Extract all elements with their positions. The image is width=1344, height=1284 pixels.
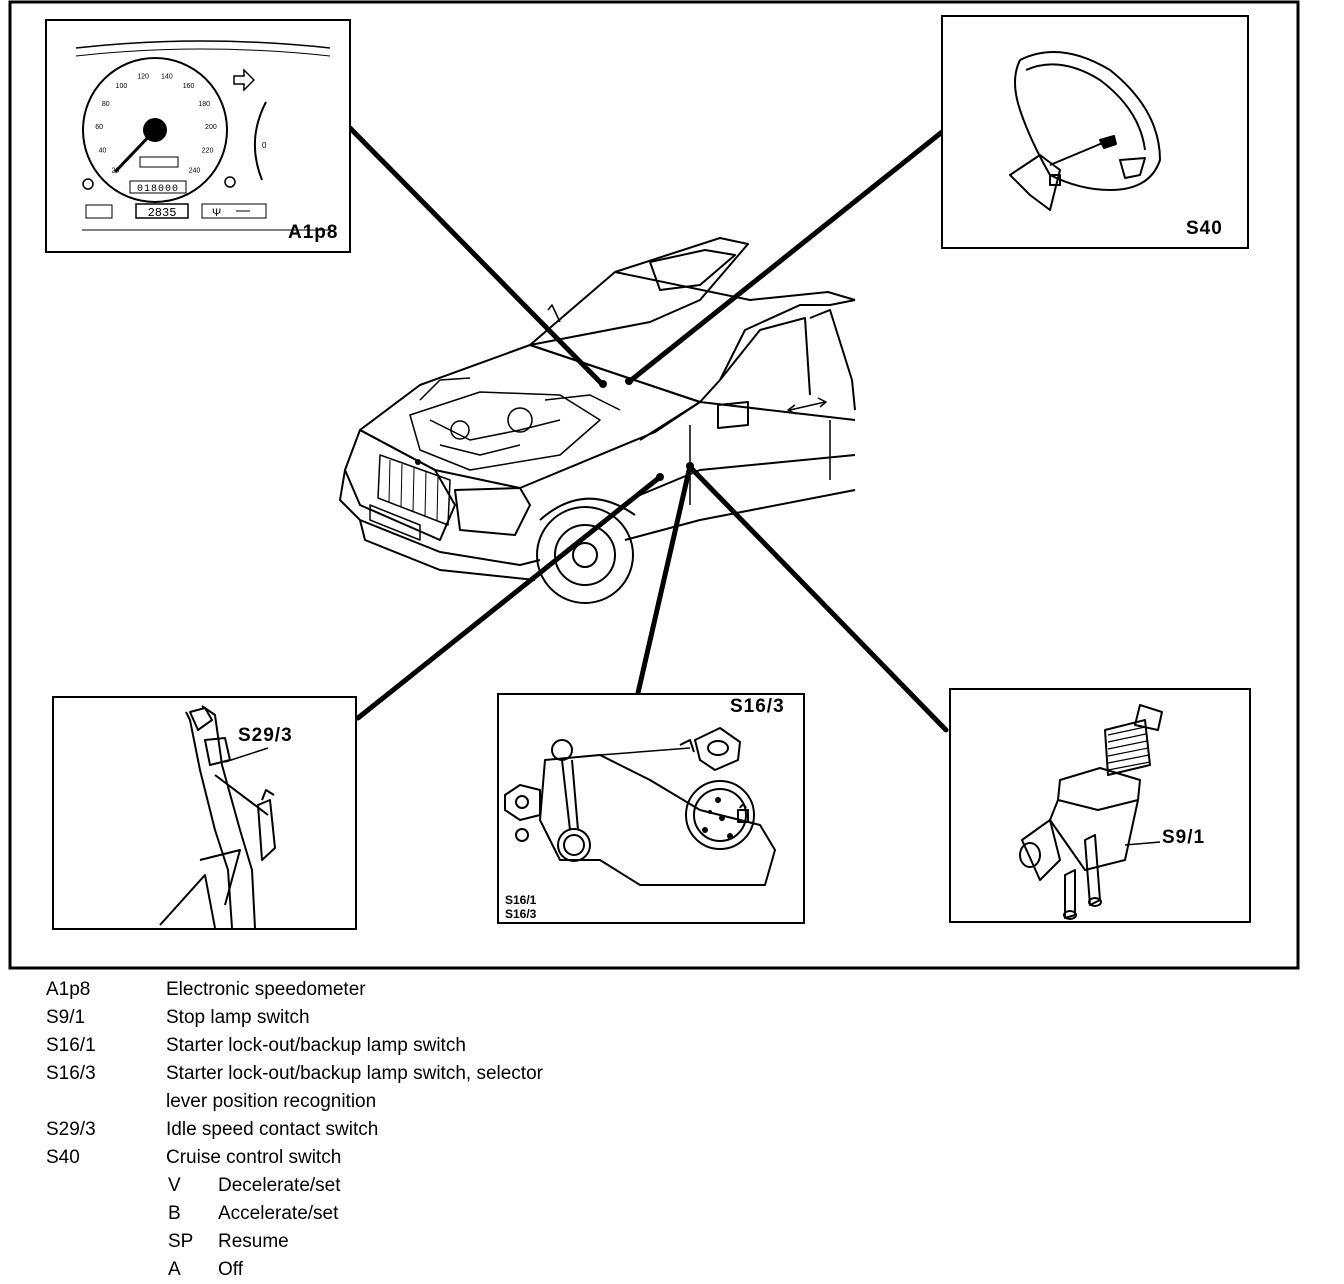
legend-subcode: V: [168, 1175, 181, 1196]
leader-line-s9-1: [689, 466, 949, 733]
speedometer-tick-label: 80: [102, 101, 110, 108]
legend-code: A1p8: [46, 979, 91, 1000]
legend-desc: Starter lock-out/backup lamp switch, sel…: [166, 1063, 543, 1084]
legend-desc: Electronic speedometer: [166, 979, 366, 1000]
legend-subcode: A: [168, 1259, 181, 1280]
speedometer-tick-label: 40: [99, 148, 107, 155]
legend-subdesc: Accelerate/set: [218, 1203, 339, 1224]
panel-s16-3: [497, 693, 805, 924]
speedometer-tick-label: 200: [205, 124, 217, 131]
panel-label-a1p8: A1p8: [288, 222, 339, 243]
temp-readout: 0: [262, 141, 267, 150]
legend-subcode: B: [168, 1203, 181, 1224]
legend-desc: Cruise control switch: [166, 1147, 342, 1168]
panel-label-s16-3: S16/3: [730, 696, 785, 717]
panel-sublabel-s16-3: S16/3: [505, 907, 537, 921]
legend-subcode: SP: [168, 1231, 194, 1252]
leader-line-s16-3: [635, 463, 693, 696]
panel-label-s29-3: S29/3: [238, 725, 293, 746]
legend-desc: Starter lock-out/backup lamp switch: [166, 1035, 466, 1056]
dot-engine: [415, 459, 421, 465]
legend-desc: lever position recognition: [166, 1091, 377, 1112]
legend-code: S16/3: [46, 1063, 96, 1084]
legend-code: S16/1: [46, 1035, 96, 1056]
legend-code: S29/3: [46, 1119, 96, 1140]
legend-desc: Stop lamp switch: [166, 1007, 310, 1028]
panel-s40: [941, 15, 1249, 249]
speedometer-tick-label: 60: [95, 124, 103, 131]
panel-sublabel-s16-1: S16/1: [505, 893, 537, 907]
dot-s29-3: [656, 473, 664, 481]
leader-lines: [347, 125, 949, 733]
trip-readout: 2835: [148, 206, 177, 220]
odometer-readout: 018000: [137, 184, 179, 195]
speedometer-tick-label: 100: [116, 83, 128, 90]
location-dots: [415, 377, 694, 481]
leader-line-s29-3: [355, 474, 663, 721]
panel-label-s9-1: S9/1: [1162, 827, 1206, 848]
dot-s40: [625, 377, 633, 385]
panel-s29-3: [52, 696, 357, 930]
diagram-frame: [8, 0, 1300, 970]
speedometer-tick-label: 160: [183, 83, 195, 90]
dot-a1p8: [599, 380, 607, 388]
dot-s16: [686, 462, 694, 470]
speedometer-tick-label: 240: [189, 168, 201, 175]
legend-subdesc: Decelerate/set: [218, 1175, 341, 1196]
legend-subdesc: Resume: [218, 1231, 289, 1252]
legend-desc: Idle speed contact switch: [166, 1119, 379, 1140]
leader-line-s40: [627, 129, 945, 384]
legend-code: S9/1: [46, 1007, 86, 1028]
speedometer-tick-label: 140: [161, 73, 173, 80]
speedometer-tick-label: 120: [137, 73, 149, 80]
speedometer-tick-label: 20: [112, 168, 120, 175]
car-illustration: [339, 237, 856, 604]
speedometer-tick-labels: 20 40 60 80 100 120 140 160 180 200 220 240: [95, 73, 217, 174]
panel-s9-1: [949, 688, 1251, 923]
leader-line-a1p8: [347, 125, 605, 387]
legend-subdesc: Off: [218, 1259, 243, 1280]
speedometer-tick-label: 180: [198, 101, 210, 108]
legend-code: S40: [46, 1147, 80, 1168]
speedometer-tick-label: 220: [202, 148, 214, 155]
panel-label-s40: S40: [1186, 218, 1223, 239]
psi-icon: Ψ: [212, 207, 221, 219]
turn-signal-icon: [233, 68, 256, 92]
